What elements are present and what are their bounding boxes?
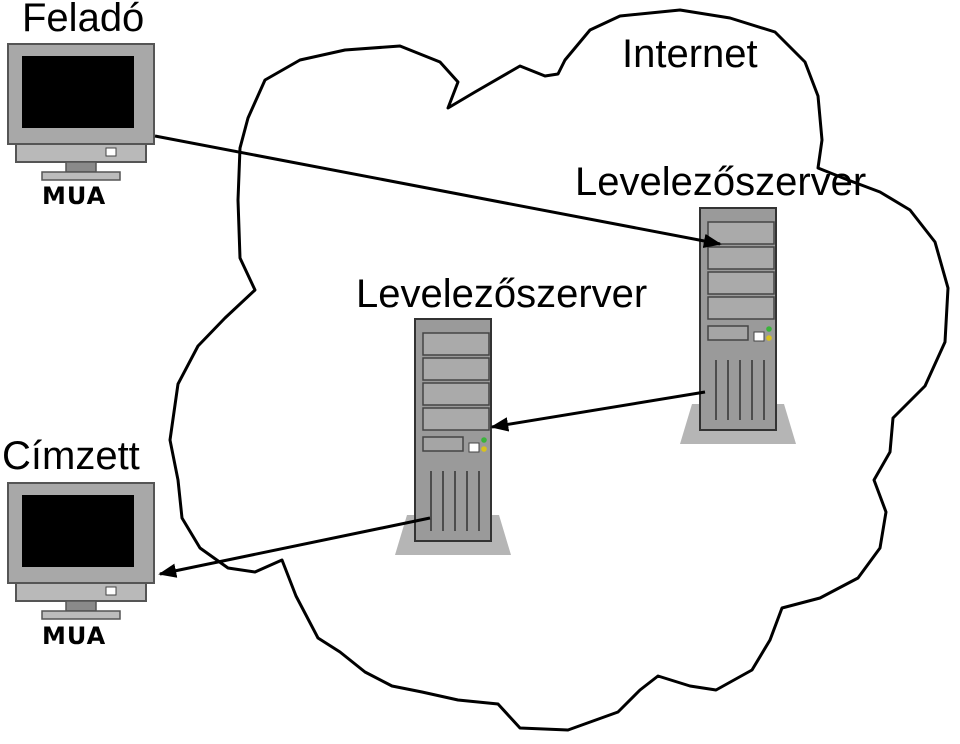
internet-label: Internet bbox=[622, 32, 758, 76]
internet-cloud bbox=[168, 8, 950, 732]
arrow-sender-to-server bbox=[154, 134, 722, 249]
recipient-monitor-icon bbox=[7, 482, 155, 620]
sender-mua-label: MUA bbox=[42, 182, 107, 210]
outgoing-server-icon bbox=[679, 207, 797, 445]
sender-monitor-icon bbox=[7, 43, 155, 181]
recipient-label: Címzett bbox=[2, 434, 140, 478]
outgoing-server-label: Levelezőszerver bbox=[575, 160, 867, 204]
arrow-server-to-recipient bbox=[158, 516, 431, 578]
incoming-server-icon bbox=[394, 318, 512, 556]
incoming-server-label: Levelezőszerver bbox=[356, 272, 648, 316]
arrow-server-to-server bbox=[490, 390, 706, 432]
recipient-mua-label: MUA bbox=[42, 622, 107, 650]
sender-label: Feladó bbox=[22, 0, 145, 40]
